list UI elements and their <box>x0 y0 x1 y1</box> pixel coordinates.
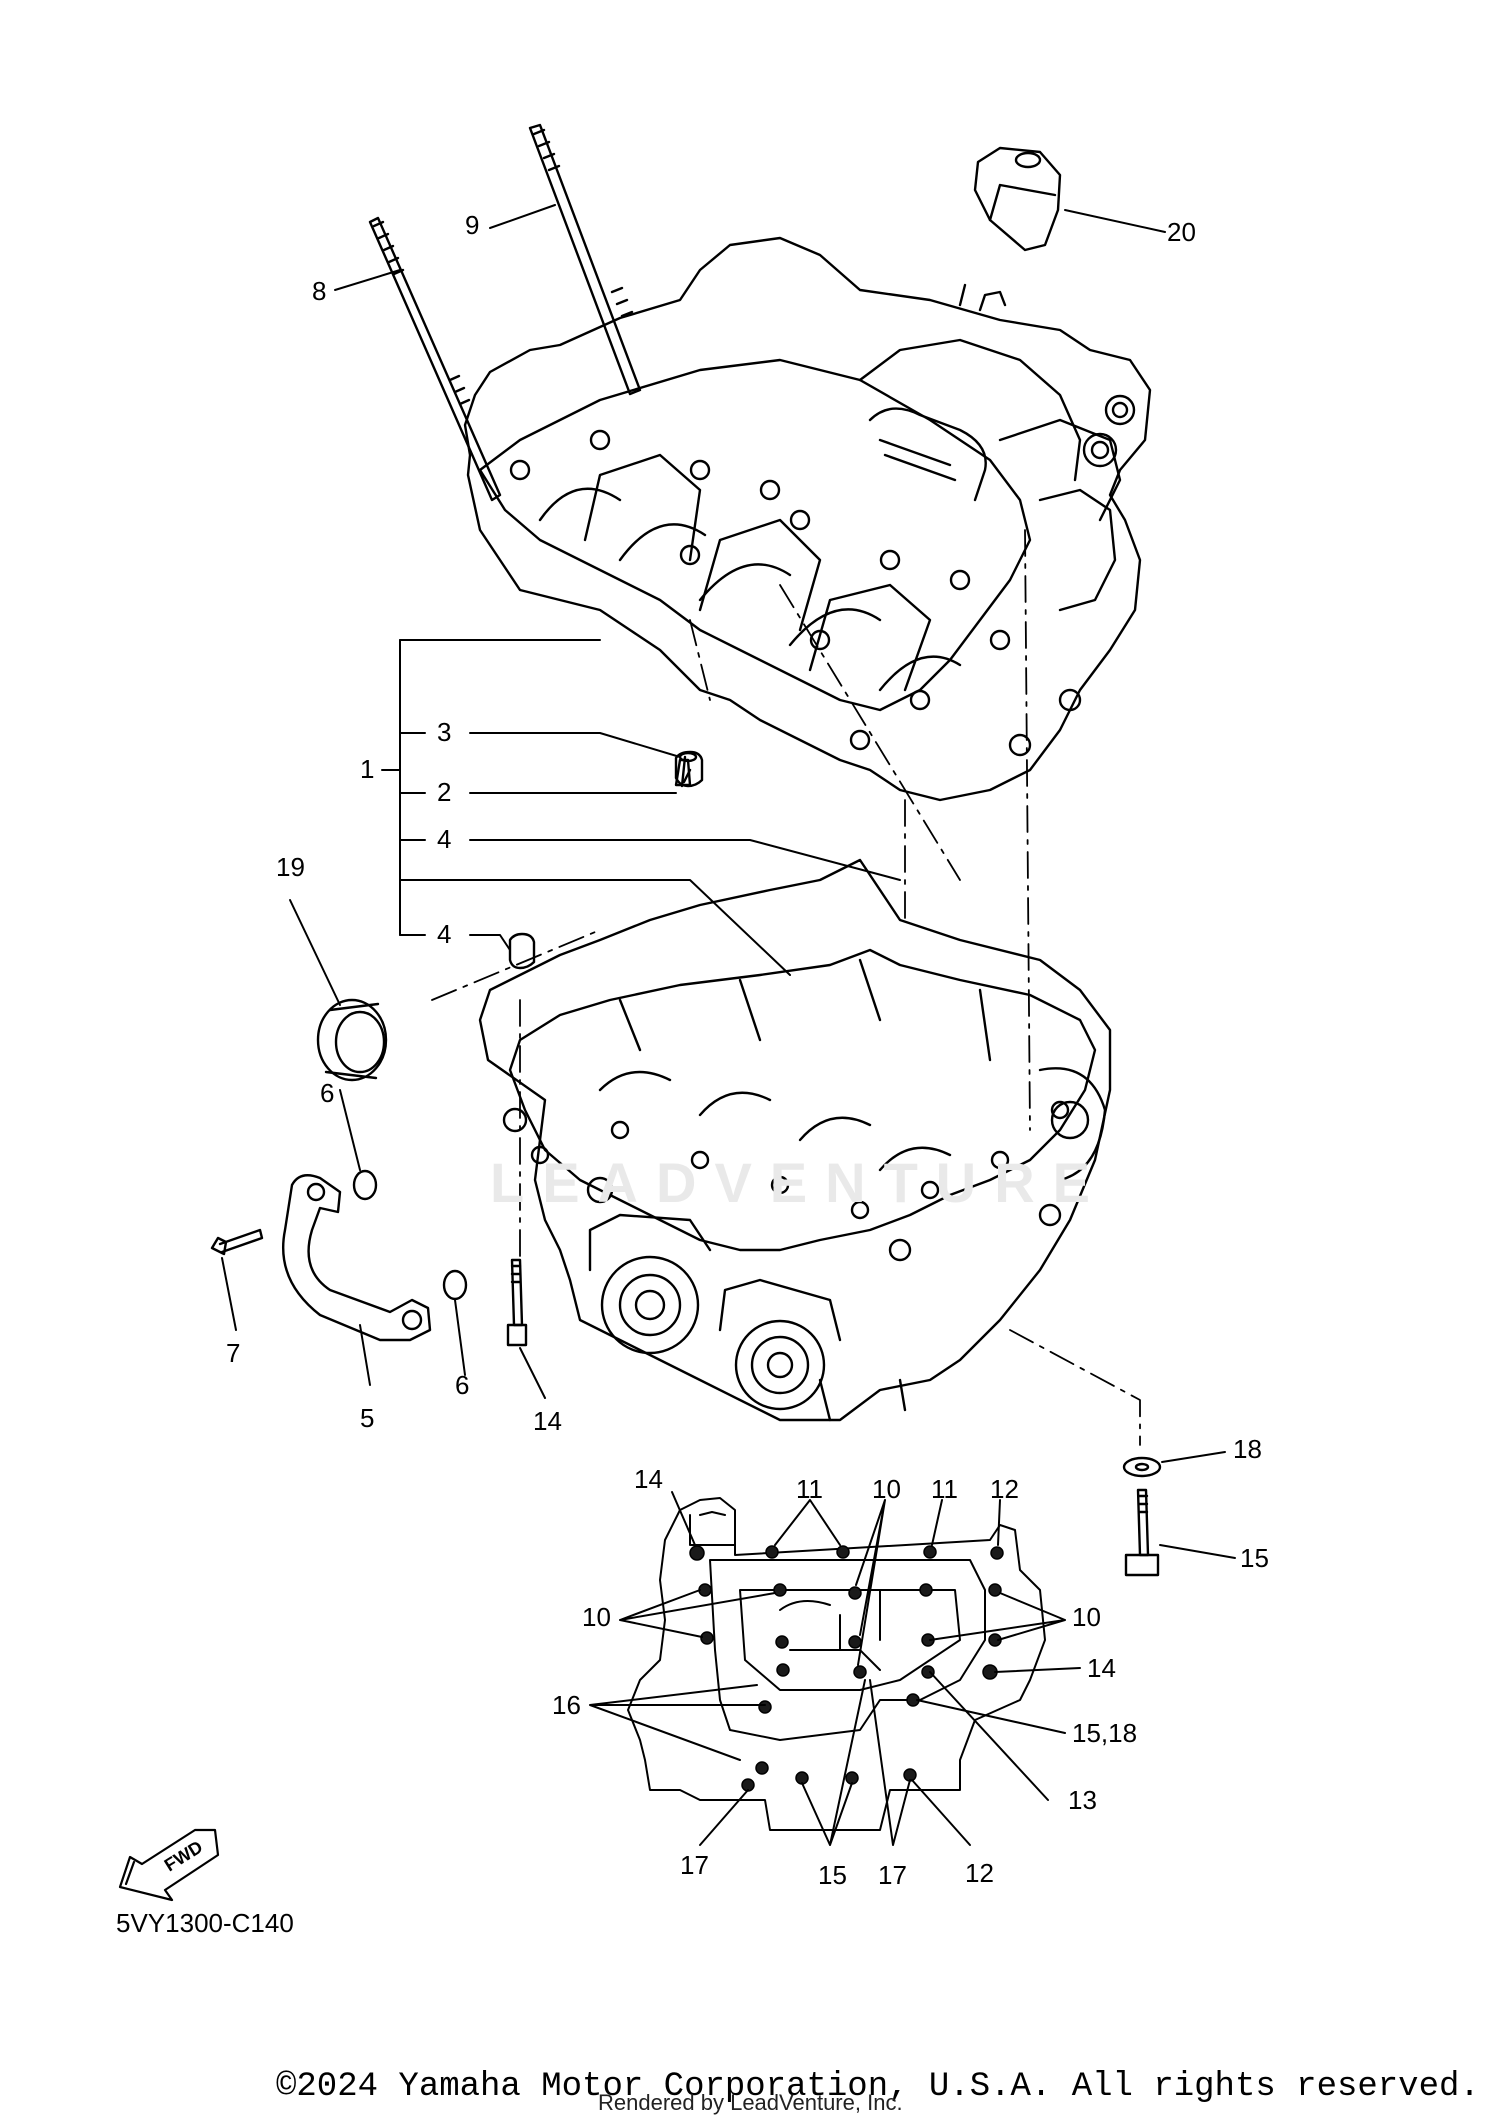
bolt-map-15-bottom: 15 <box>818 1860 847 1890</box>
diagram-code: 5VY1300-C140 <box>116 1908 294 1938</box>
bolt-map-10-left: 10 <box>582 1602 611 1632</box>
callout-6-lower: 6 <box>455 1370 470 1400</box>
bolt-map-17-right: 17 <box>878 1860 907 1890</box>
oil-delivery-pipe-5 <box>281 1174 432 1342</box>
bolt-map-12-top: 12 <box>990 1474 1019 1504</box>
callout-4-upper: 4 <box>437 824 452 854</box>
callout-18: 18 <box>1233 1434 1262 1464</box>
o-ring-6-lower <box>442 1269 468 1301</box>
stud-bolt-8 <box>368 216 502 502</box>
callout-20: 20 <box>1167 217 1196 247</box>
upper-crankcase <box>463 236 1152 802</box>
callout-3: 3 <box>437 717 452 747</box>
bolt-map-10-right: 10 <box>1072 1602 1101 1632</box>
copyright-text: ©2024 Yamaha Motor Corporation, U.S.A. A… <box>276 2068 1480 2106</box>
callout-2: 2 <box>437 777 452 807</box>
stud-bolt-9 <box>528 123 642 396</box>
bolt-map-14-top: 14 <box>634 1464 663 1494</box>
bolt-map-10-top: 10 <box>872 1474 901 1504</box>
bolt-14-long <box>506 1258 528 1347</box>
dowel-pins <box>508 750 704 970</box>
callout-14: 14 <box>533 1406 562 1436</box>
callout-7: 7 <box>226 1338 241 1368</box>
lower-crankcase <box>478 858 1112 1422</box>
callout-6-upper: 6 <box>320 1078 335 1108</box>
o-ring-3 <box>678 751 698 763</box>
bolt-map-17-left: 17 <box>680 1850 709 1880</box>
breather-cover-20 <box>973 146 1062 252</box>
leader-lines <box>221 204 1236 1559</box>
callout-4-lower: 4 <box>437 919 452 949</box>
bolt-map-13: 13 <box>1068 1785 1097 1815</box>
bolt-map-12-bottom: 12 <box>965 1858 994 1888</box>
callout-19: 19 <box>276 852 305 882</box>
watermark: LEADVENTURE <box>490 1151 1109 1214</box>
o-ring-6-upper <box>352 1169 378 1201</box>
oil-seal-19 <box>316 998 388 1082</box>
washer-18 <box>1122 1456 1162 1478</box>
assembly-lines <box>431 529 1141 1446</box>
callout-9: 9 <box>465 210 480 240</box>
fwd-arrow <box>118 1828 220 1902</box>
bolt-map-15-18: 15,18 <box>1072 1718 1138 1748</box>
bolt-7 <box>210 1228 264 1256</box>
callout-15: 15 <box>1240 1543 1269 1573</box>
bottom-view-bolt-map <box>589 1491 1081 1846</box>
bolt-map-11-left: 11 <box>796 1474 823 1504</box>
bolt-map-16: 16 <box>552 1690 581 1720</box>
callout-8: 8 <box>312 276 327 306</box>
bolt-map-11-right: 11 <box>931 1474 958 1504</box>
callout-5: 5 <box>360 1403 375 1433</box>
rendered-by-text: Rendered by LeadVenture, Inc. <box>598 2090 903 2115</box>
bolt-map-14-right: 14 <box>1087 1653 1116 1683</box>
callout-1: 1 <box>360 754 375 784</box>
bolt-15 <box>1124 1488 1160 1577</box>
